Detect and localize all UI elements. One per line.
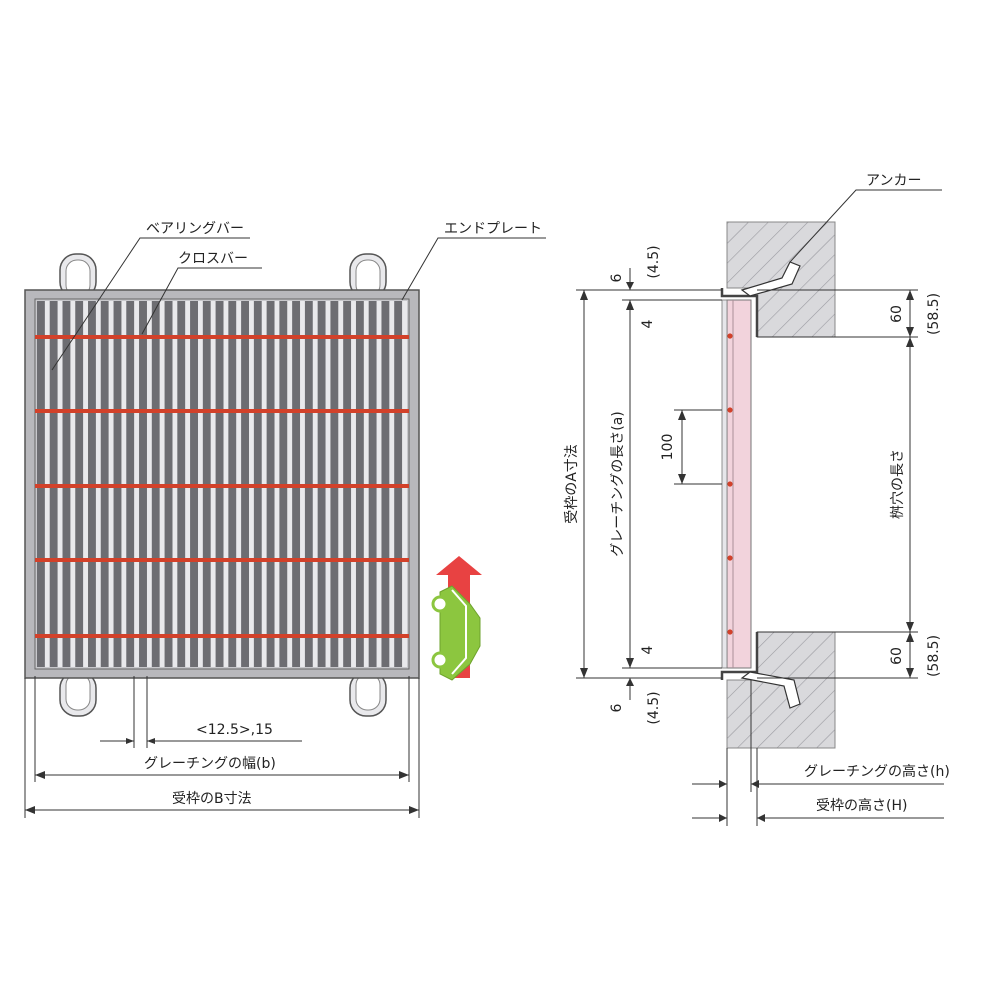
frame-b-dimension: 受枠のB寸法 bbox=[24, 678, 420, 818]
bearing-bar-edge bbox=[721, 299, 728, 669]
handle-bottom-left-inner bbox=[65, 673, 91, 711]
cross-bar bbox=[35, 335, 409, 339]
grating-width-dimension: グレーチングの幅(b) bbox=[34, 676, 410, 782]
label-grating-width: グレーチングの幅(b) bbox=[144, 756, 276, 772]
cross-bar-sections bbox=[727, 333, 733, 635]
label-pitch: <12.5>,15 bbox=[196, 722, 273, 738]
label-bottom-seat: 60 bbox=[889, 647, 905, 665]
cross-pitch-dimension: 100 bbox=[660, 409, 722, 485]
label-pit-length: 桝穴の長さ bbox=[890, 449, 906, 519]
label-bottom-gap: 6 bbox=[609, 703, 625, 712]
frame-angle-top bbox=[720, 288, 759, 337]
label-bearing-bar: ベアリングバー bbox=[146, 221, 244, 237]
section-view: アンカー 受枠のA寸法 グレーチングの長さ(a) 6 (4.5) 4 bbox=[564, 173, 950, 826]
label-bottom-seat-alt: (58.5) bbox=[926, 635, 942, 677]
label-frame-height: 受枠の高さ(H) bbox=[816, 797, 907, 814]
grating-height-dimension: グレーチングの高さ(h) bbox=[692, 680, 950, 826]
anchor-top bbox=[740, 261, 801, 297]
frame-height-dimension: 受枠の高さ(H) bbox=[692, 797, 944, 822]
handle-bottom-right-inner bbox=[355, 673, 381, 711]
label-inner-bottom: 4 bbox=[640, 645, 656, 654]
leader-anchor bbox=[789, 189, 942, 263]
leader-bearing-bar bbox=[51, 237, 250, 371]
bottom-handles bbox=[59, 671, 387, 717]
top-gap-dimension: 6 (4.5) 4 bbox=[609, 245, 662, 328]
cross-bars bbox=[35, 335, 409, 638]
cross-bar bbox=[35, 558, 409, 562]
label-grating-height: グレーチングの高さ(h) bbox=[804, 763, 950, 780]
label-frame-b: 受枠のB寸法 bbox=[172, 791, 252, 807]
top-handles bbox=[59, 253, 387, 299]
label-end-plate: エンドプレート bbox=[444, 221, 542, 237]
leader-end-plate bbox=[401, 237, 546, 301]
cross-bar bbox=[35, 484, 409, 488]
label-anchor: アンカー bbox=[866, 173, 921, 189]
pit-dimension: 60 (58.5) 桝穴の長さ 60 (58.5) bbox=[757, 289, 942, 679]
cross-bar-section bbox=[727, 333, 733, 339]
traffic-direction-icon bbox=[431, 556, 482, 681]
cross-bar bbox=[35, 634, 409, 638]
plan-view: ベアリングバー クロスバー エンドプレート <12.5>,15 グレーチングの幅… bbox=[24, 221, 546, 818]
cross-bar-section bbox=[727, 629, 733, 635]
leader-cross-bar bbox=[141, 267, 262, 335]
label-inner-top: 4 bbox=[640, 319, 656, 328]
cross-bar-section bbox=[727, 481, 733, 487]
anchor-bottom bbox=[740, 671, 801, 709]
label-cross-bar: クロスバー bbox=[178, 251, 248, 267]
grating-length-dimension: グレーチングの長さ(a) bbox=[610, 299, 722, 669]
label-cross-pitch: 100 bbox=[660, 434, 676, 461]
cross-bar-section bbox=[727, 407, 733, 413]
label-top-seat: 60 bbox=[889, 305, 905, 323]
cross-bar-section bbox=[727, 555, 733, 561]
frame-angle-bottom bbox=[720, 632, 759, 680]
bottom-gap-dimension: 6 (4.5) 4 bbox=[609, 645, 662, 724]
label-top-gap-alt: (4.5) bbox=[646, 245, 662, 278]
frame-a-dimension: 受枠のA寸法 bbox=[564, 289, 722, 679]
label-grating-length: グレーチングの長さ(a) bbox=[610, 411, 626, 557]
pitch-dimension: <12.5>,15 bbox=[100, 676, 302, 748]
label-top-gap: 6 bbox=[609, 273, 625, 282]
cross-bar bbox=[35, 409, 409, 413]
label-frame-a: 受枠のA寸法 bbox=[564, 444, 580, 524]
label-top-seat-alt: (58.5) bbox=[926, 293, 942, 335]
label-bottom-gap-alt: (4.5) bbox=[646, 691, 662, 724]
car-icon bbox=[431, 585, 481, 681]
